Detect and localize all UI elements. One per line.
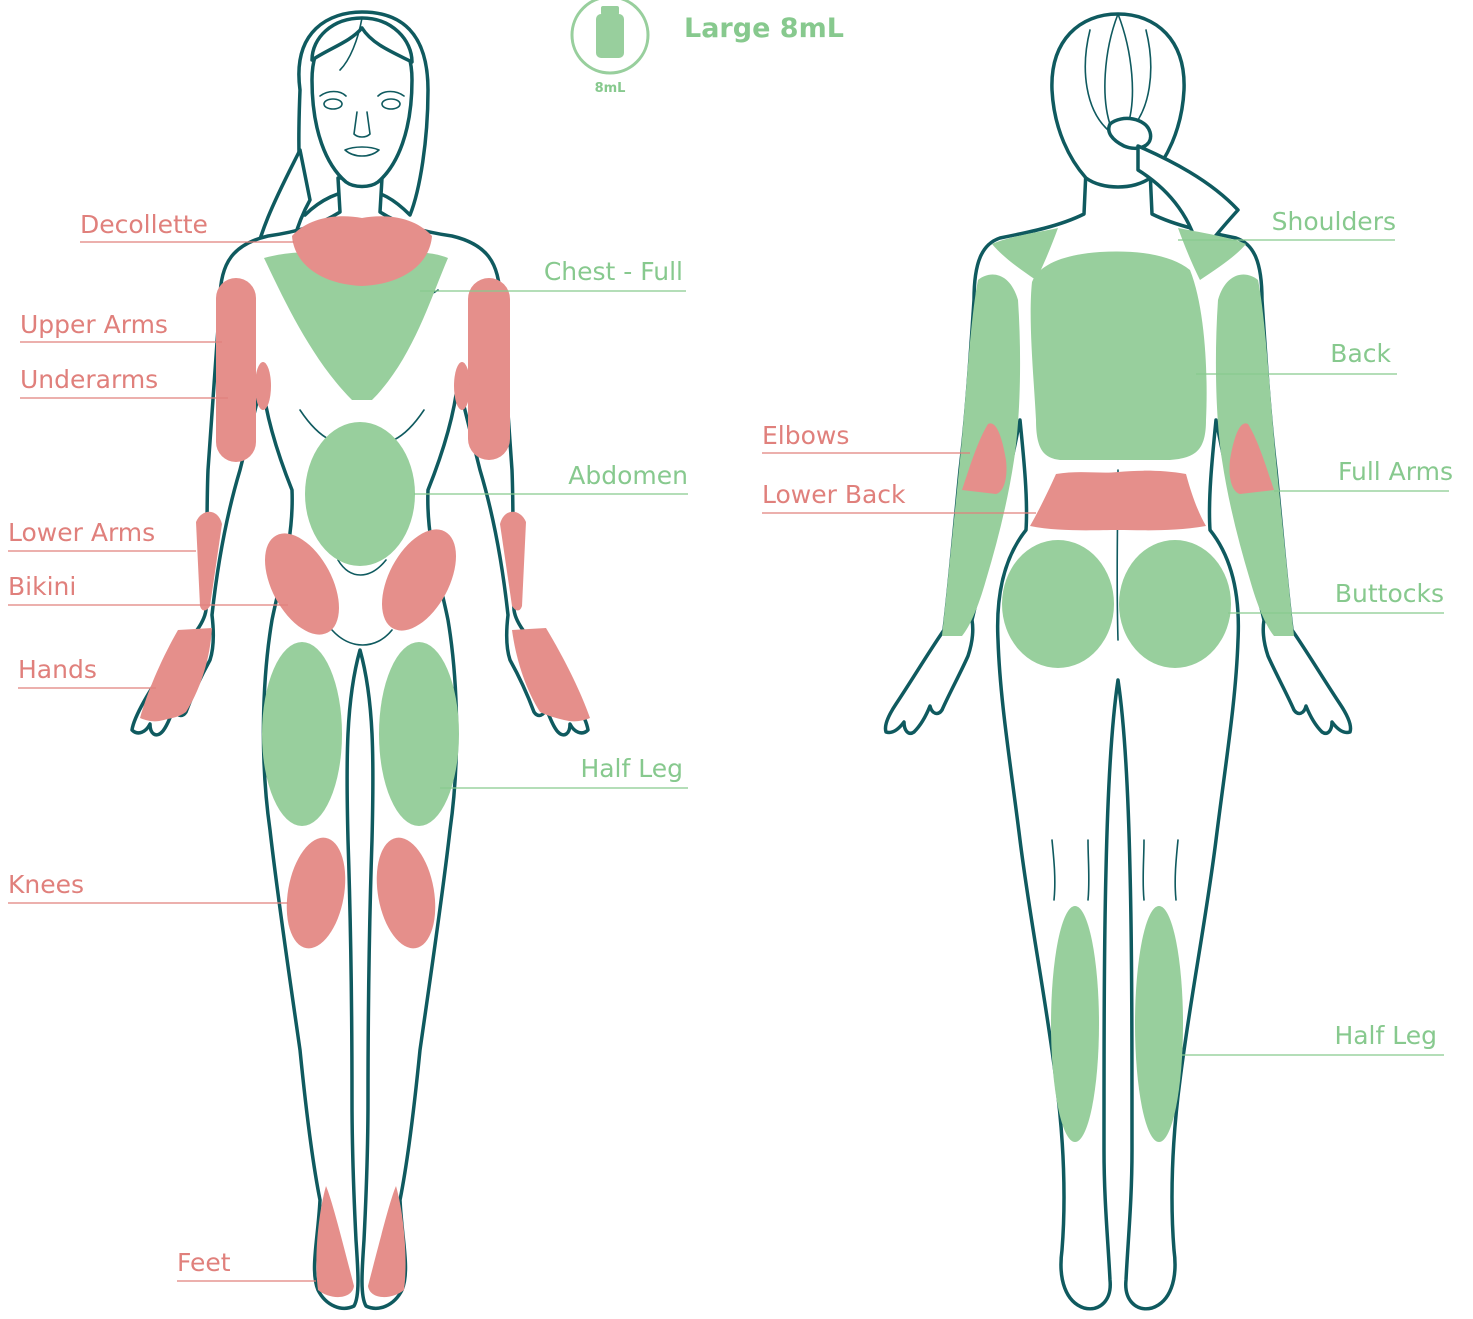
zone-buttock-right [1119, 540, 1231, 668]
label-half-leg-front: Half Leg [580, 754, 683, 783]
label-shoulders: Shoulders [1272, 207, 1396, 236]
zone-abdomen [305, 422, 415, 566]
bottle-caption: 8mL [595, 81, 626, 96]
label-half-leg-back: Half Leg [1334, 1021, 1437, 1050]
label-lower-arms: Lower Arms [8, 518, 155, 547]
zone-hand-right [512, 628, 590, 721]
label-upper-arms: Upper Arms [20, 310, 168, 339]
zone-half-leg-left [262, 642, 342, 826]
size-title: Large 8mL [684, 13, 844, 44]
zone-buttock-left [1002, 540, 1114, 668]
zone-underarm-left [255, 362, 271, 410]
zone-upper-arm-left [216, 278, 256, 462]
bottle-icon [572, 0, 648, 73]
front-zones [140, 216, 590, 1297]
zone-lower-back [1030, 471, 1206, 531]
label-back: Back [1330, 339, 1391, 368]
label-knees: Knees [8, 870, 84, 899]
label-hands: Hands [18, 655, 97, 684]
zone-half-leg-back-left [1051, 906, 1099, 1142]
zone-upper-arm-right [468, 278, 510, 460]
zone-half-leg-right [379, 642, 459, 826]
label-underarms: Underarms [20, 365, 158, 394]
label-bikini: Bikini [8, 572, 76, 601]
zone-hand-left [140, 628, 212, 721]
label-feet: Feet [177, 1248, 231, 1277]
label-buttocks: Buttocks [1335, 579, 1444, 608]
label-elbows: Elbows [762, 421, 849, 450]
zone-underarm-right [454, 362, 470, 410]
label-chest-full: Chest - Full [544, 257, 683, 286]
zone-half-leg-back-right [1135, 906, 1183, 1142]
label-abdomen: Abdomen [568, 461, 688, 490]
label-lower-back: Lower Back [762, 480, 906, 509]
zone-back [1031, 252, 1207, 460]
label-decollette: Decollette [80, 210, 208, 239]
label-full-arms: Full Arms [1338, 457, 1453, 486]
